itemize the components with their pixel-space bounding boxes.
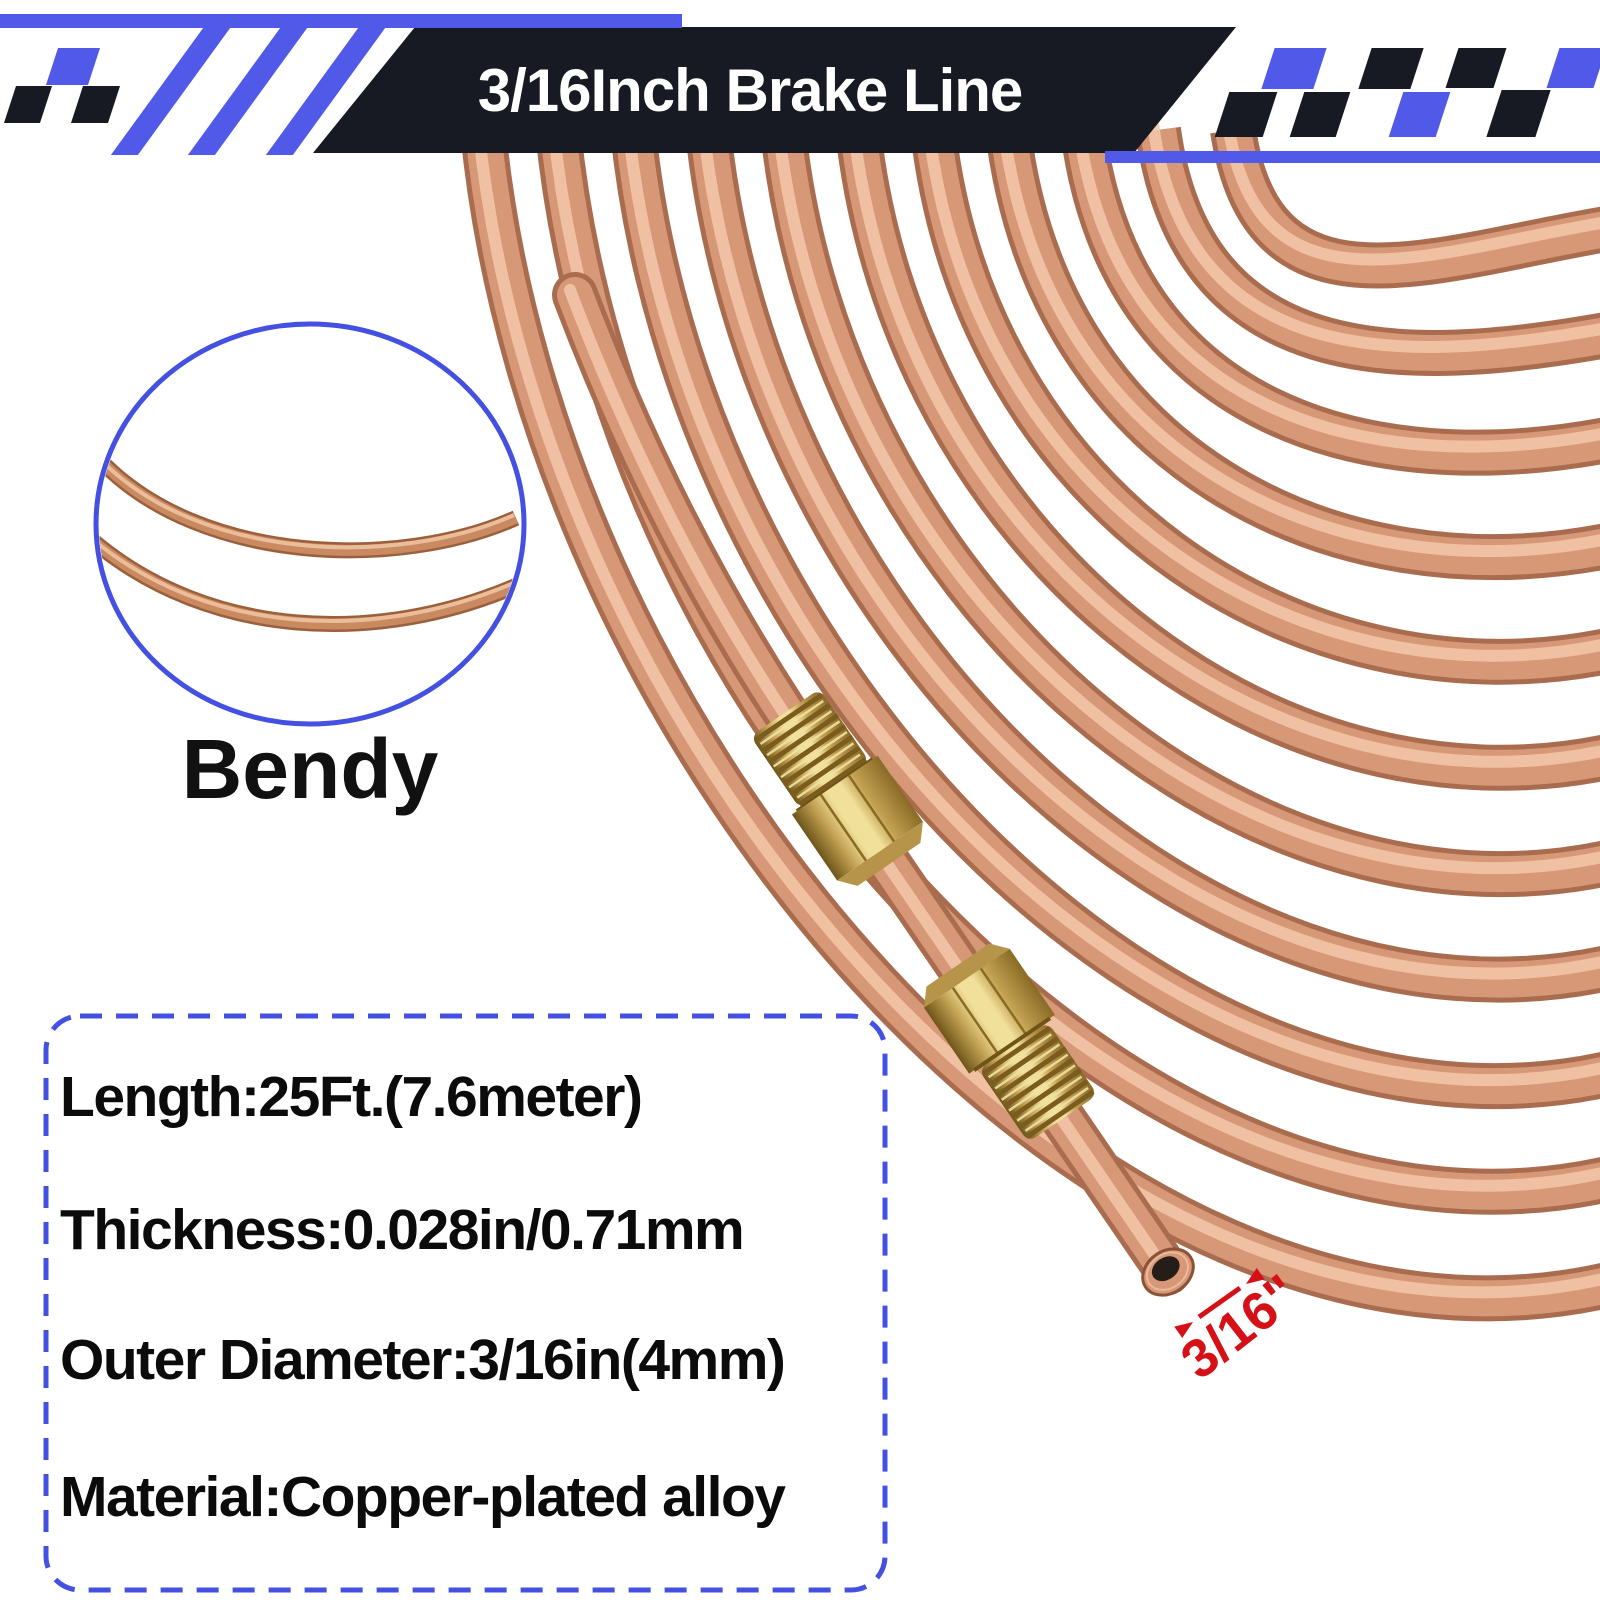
diameter-arrow — [1174, 1267, 1265, 1339]
bendy-inset-photo — [93, 321, 527, 727]
spec-length: Length:25Ft.(7.6meter) — [60, 1065, 643, 1129]
bendy-label: Bendy — [181, 722, 439, 816]
brake-fitting-upper — [753, 692, 923, 886]
spec-thickness: Thickness:0.028in/0.71mm — [60, 1198, 745, 1262]
spec-box-border — [43, 1013, 888, 1593]
spec-outer-diameter: Outer Diameter:3/16in(4mm) — [60, 1328, 786, 1392]
brake-fitting-lower — [923, 943, 1095, 1139]
inset-circle — [93, 321, 527, 727]
tube-open-end — [1141, 1247, 1195, 1297]
top-accent-bar-right — [1105, 151, 1600, 163]
bent-tubing-sample — [99, 454, 521, 632]
top-accent-bar-left — [0, 14, 682, 28]
page-title: 3/16Inch Brake Line — [477, 57, 1024, 124]
spec-material: Material:Copper-plated alloy — [60, 1465, 786, 1529]
